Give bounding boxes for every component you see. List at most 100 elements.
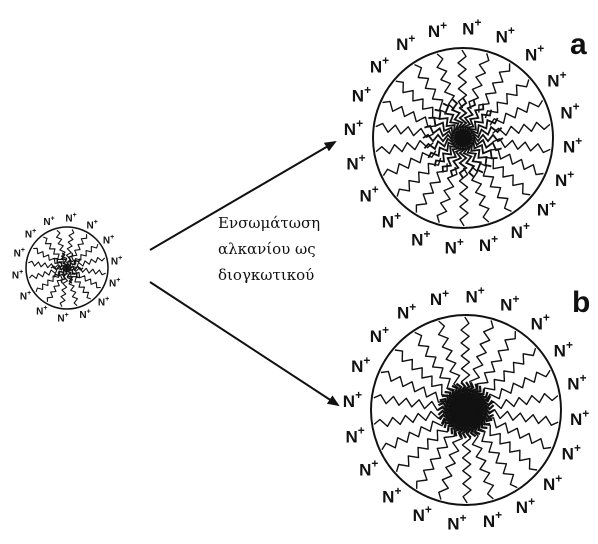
- swollen-micelle-b-headgroup: N+: [562, 441, 581, 464]
- swollen-micelle-a-tail: [396, 157, 442, 197]
- initial-micelle-headgroup: N+: [98, 296, 109, 309]
- swollen-micelle-a-tail: [458, 167, 469, 227]
- swollen-micelle-a-core-chain: [434, 108, 464, 139]
- swollen-micelle-a-tail: [471, 166, 490, 223]
- swollen-micelle-a-headgroup: N+: [525, 42, 544, 65]
- swollen-micelle-b-tail: [487, 392, 559, 410]
- swollen-micelle-b-tail: [373, 410, 445, 428]
- initial-micelle-headgroup: N+: [87, 219, 98, 232]
- initial-micelle-tail: [43, 236, 64, 264]
- swollen-micelle-a-headgroup: N+: [496, 24, 515, 47]
- swollen-micelle-b-headgroup: N+: [382, 484, 401, 507]
- initial-micelle-boundary: [25, 226, 109, 310]
- swollen-micelle-a-core-chain: [442, 102, 465, 139]
- swollen-micelle-b-headgroup: N+: [370, 323, 389, 346]
- caption-line-3: διογκωτικού: [218, 266, 315, 284]
- swollen-micelle-a-tail: [468, 53, 490, 110]
- swollen-micelle-b-tail: [380, 370, 447, 403]
- swollen-micelle-b-tail: [481, 347, 537, 396]
- swollen-micelle-b-core: [453, 397, 479, 423]
- swollen-micelle-b-headgroup: N+: [447, 511, 466, 534]
- swollen-micelle-a-core-chain: [462, 103, 485, 139]
- swollen-micelle-a-core-chain: [462, 117, 499, 140]
- swollen-micelle-a-core-chain: [428, 116, 464, 139]
- swollen-micelle-b-tail: [414, 331, 455, 393]
- swollen-micelle-a-tail: [375, 139, 434, 155]
- swollen-micelle-a-core-chain: [427, 136, 464, 159]
- swollen-micelle-a-tail: [436, 166, 458, 223]
- swollen-micelle-a-tail: [490, 148, 544, 176]
- swollen-micelle-a-core-chain: [449, 137, 465, 177]
- initial-micelle: N+N+N+N+N+N+N+N+N+N+N+N+N+N+: [12, 212, 122, 324]
- initial-micelle-tail: [59, 273, 69, 307]
- swollen-micelle-b: N+N+N+N+N+N+N+N+N+N+N+N+N+N+N+N+N+N+N+N+: [343, 284, 589, 534]
- swollen-micelle-a-core-chain: [423, 135, 464, 151]
- swollen-micelle-a-core-chain: [441, 137, 464, 173]
- swollen-micelle-a-headgroup: N+: [555, 168, 574, 191]
- swollen-micelle-b-tail: [477, 331, 516, 392]
- swollen-micelle-b-headgroup: N+: [359, 457, 378, 480]
- swollen-micelle-b-headgroup: N+: [567, 371, 586, 394]
- initial-micelle-tail: [46, 272, 65, 302]
- swollen-micelle-a-headgroup: N+: [344, 117, 363, 140]
- swollen-micelle-b-tail: [437, 320, 461, 390]
- initial-micelle-core-chain: [60, 267, 69, 284]
- swollen-micelle-a-core-chain: [461, 137, 484, 174]
- initial-micelle-headgroup: N+: [57, 312, 68, 325]
- swollen-micelle-b-headgroup: N+: [351, 354, 370, 377]
- panel-label-a: a: [570, 28, 587, 61]
- swollen-micelle-b-boundary: [370, 314, 562, 506]
- initial-micelle-headgroup: N+: [20, 290, 31, 303]
- panel-label-b: b: [572, 286, 591, 319]
- initial-micelle-headgroup: N+: [43, 215, 54, 228]
- swollen-micelle-b-tail: [395, 424, 451, 473]
- swollen-micelle-a-core-chain: [433, 137, 464, 167]
- swollen-micelle-b-headgroup: N+: [554, 338, 573, 361]
- swollen-micelle-a: N+N+N+N+N+N+N+N+N+N+N+N+N+N+N+N+N+N+N+N+: [344, 16, 582, 258]
- swollen-micelle-a-tail: [479, 162, 512, 213]
- swollen-micelle-b-tail: [471, 430, 495, 500]
- swollen-micelle-a-tail: [492, 121, 551, 137]
- swollen-micelle-a-tail: [382, 100, 436, 128]
- swollen-micelle-a-headgroup: N+: [428, 18, 447, 41]
- caption-line-2: αλκανίου ως: [218, 240, 316, 258]
- swollen-micelle-a-headgroup: N+: [511, 219, 530, 242]
- swollen-micelle-a-core-chain: [458, 97, 468, 139]
- swollen-micelle-a-headgroup: N+: [563, 134, 582, 157]
- swollen-micelle-b-tail: [482, 423, 538, 471]
- swollen-micelle-a-core-chain: [462, 137, 492, 168]
- swollen-micelle-a-tail: [436, 53, 455, 110]
- swollen-micelle-b-headgroup: N+: [500, 292, 519, 315]
- swollen-micelle-b-headgroup: N+: [543, 471, 562, 494]
- swollen-micelle-a-headgroup: N+: [382, 209, 401, 232]
- swollen-micelle-a-core-chain: [462, 125, 503, 141]
- arrows-group: [149, 140, 340, 407]
- swollen-micelle-b-headgroup: N+: [570, 406, 589, 429]
- swollen-micelle-a-core-chain: [460, 137, 476, 178]
- initial-micelle-tail: [69, 234, 88, 264]
- swollen-micelle-a-core-chain: [458, 137, 468, 179]
- swollen-micelle-b-tail: [416, 428, 455, 489]
- swollen-micelle-a-headgroup: N+: [352, 83, 371, 106]
- swollen-micelle-b-tail: [460, 316, 471, 389]
- swollen-micelle-a-core-chain: [424, 124, 464, 140]
- initial-micelle-core-chain: [65, 252, 74, 269]
- initial-micelle-headgroup: N+: [12, 269, 23, 282]
- swollen-micelle-b-headgroup: N+: [516, 495, 535, 518]
- swollen-micelle-a-boundary: [372, 47, 554, 229]
- swollen-micelle-b-tail: [469, 320, 494, 389]
- initial-micelle-core-chain: [65, 267, 74, 284]
- swollen-micelle-a-core-chain: [462, 109, 493, 139]
- swollen-micelle-a-tail: [457, 49, 468, 109]
- swollen-micelle-a-headgroup: N+: [396, 31, 415, 54]
- swollen-micelle-a-tail: [395, 80, 441, 120]
- swollen-micelle-a-headgroup: N+: [479, 232, 498, 255]
- swollen-micelle-b-tail: [477, 427, 518, 489]
- swollen-micelle-b-headgroup: N+: [345, 424, 364, 447]
- swollen-micelle-b-headgroup: N+: [531, 311, 550, 334]
- swollen-micelle-b-headgroup: N+: [413, 503, 432, 526]
- swollen-micelle-a-core-chain: [462, 137, 498, 160]
- swollen-micelle-a-tail: [415, 163, 448, 213]
